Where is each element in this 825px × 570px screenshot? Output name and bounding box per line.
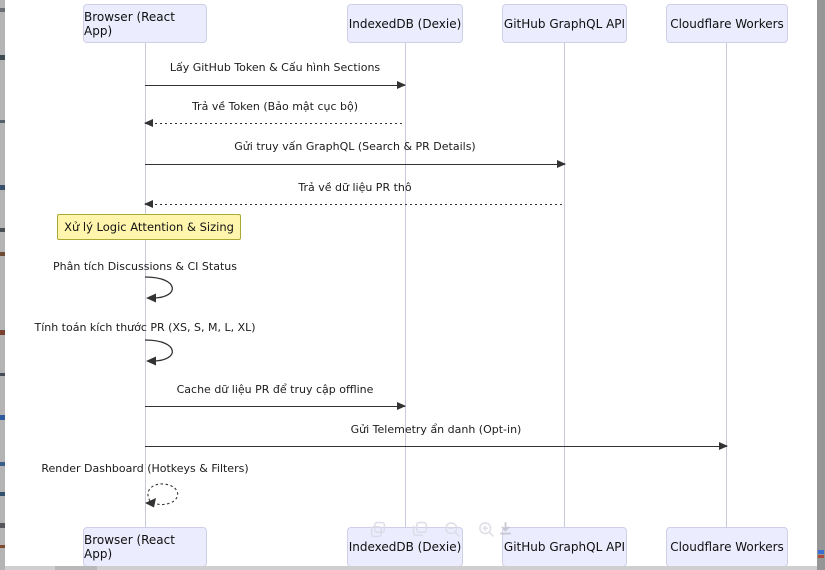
actor-browser-bottom: Browser (React App) bbox=[83, 527, 207, 567]
actor-label: GitHub GraphQL API bbox=[503, 16, 626, 31]
download-icon[interactable] bbox=[497, 520, 514, 541]
duplicate-icon[interactable] bbox=[412, 521, 429, 542]
actor-label: Cloudflare Workers bbox=[670, 540, 784, 554]
message-label: Gửi Telemetry ẩn danh (Opt-in) bbox=[350, 423, 522, 436]
edge-fleck bbox=[0, 185, 5, 190]
self-loop-arrow bbox=[144, 337, 190, 371]
edge-fleck bbox=[0, 120, 5, 123]
edge-fleck bbox=[818, 555, 824, 558]
message-label: Trả về dữ liệu PR thô bbox=[298, 181, 412, 194]
lifeline-github bbox=[564, 43, 565, 527]
edge-fleck bbox=[0, 545, 5, 548]
self-loop-dashed-arrow bbox=[142, 479, 184, 515]
edge-fleck bbox=[0, 415, 5, 420]
lifeline-browser bbox=[145, 43, 146, 527]
note-box: Xử lý Logic Attention & Sizing bbox=[57, 214, 241, 240]
message-label: Cache dữ liệu PR để truy cập offline bbox=[176, 383, 374, 396]
message-label: Render Dashboard (Hotkeys & Filters) bbox=[41, 462, 249, 475]
actor-label: Cloudflare Workers bbox=[670, 16, 784, 31]
actor-github-top: GitHub GraphQL API bbox=[502, 4, 627, 43]
zoom-out-icon[interactable] bbox=[444, 521, 461, 542]
actor-label: GitHub GraphQL API bbox=[503, 540, 626, 554]
actor-indexeddb-top: IndexedDB (Dexie) bbox=[347, 4, 463, 43]
edge-fleck bbox=[0, 8, 5, 12]
edge-fleck bbox=[0, 523, 5, 528]
actor-label: IndexedDB (Dexie) bbox=[348, 16, 462, 31]
zoom-in-icon[interactable] bbox=[478, 521, 495, 542]
edge-fleck bbox=[0, 462, 5, 466]
edge-fleck bbox=[0, 373, 5, 376]
actor-browser-top: Browser (React App) bbox=[83, 4, 207, 43]
edge-fleck bbox=[0, 228, 5, 232]
actor-cloudflare-bottom: Cloudflare Workers bbox=[666, 527, 788, 567]
actor-label: Browser (React App) bbox=[84, 9, 175, 38]
edge-fleck bbox=[818, 550, 824, 554]
edge-fleck bbox=[0, 55, 5, 60]
actor-indexeddb-bottom: IndexedDB (Dexie) bbox=[347, 527, 463, 567]
edge-fleck bbox=[0, 252, 5, 256]
actor-label: IndexedDB (Dexie) bbox=[348, 540, 462, 554]
message-label: Trả về Token (Bảo mật cục bộ) bbox=[191, 100, 359, 113]
message-label: Phân tích Discussions & CI Status bbox=[53, 260, 237, 273]
message-label: Lấy GitHub Token & Cấu hình Sections bbox=[169, 61, 381, 74]
copy-icon[interactable] bbox=[370, 521, 387, 542]
actor-label: Browser (React App) bbox=[84, 533, 175, 561]
edge-fleck bbox=[0, 330, 5, 335]
bottom-window-edge bbox=[5, 566, 817, 570]
actor-cloudflare-top: Cloudflare Workers bbox=[666, 4, 788, 43]
lifeline-cloudflare bbox=[726, 43, 727, 527]
edge-fleck bbox=[0, 492, 5, 496]
lifeline-indexeddb bbox=[405, 43, 406, 527]
message-label: Gửi truy vấn GraphQL (Search & PR Detail… bbox=[234, 140, 476, 153]
right-window-edge bbox=[817, 0, 825, 570]
note-label: Xử lý Logic Attention & Sizing bbox=[64, 220, 234, 234]
left-window-edge bbox=[0, 0, 5, 570]
self-loop-arrow bbox=[144, 274, 190, 308]
message-label: Tính toán kích thước PR (XS, S, M, L, XL… bbox=[34, 321, 256, 334]
edge-fleck bbox=[55, 566, 97, 570]
actor-github-bottom: GitHub GraphQL API bbox=[502, 527, 627, 567]
